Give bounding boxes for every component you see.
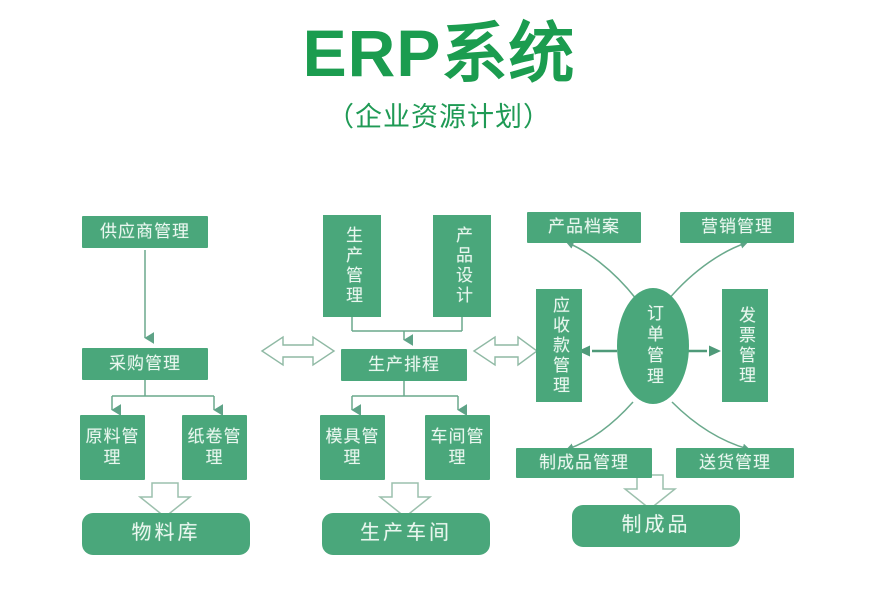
node-material-warehouse[interactable]: 物料库 <box>82 513 250 555</box>
wire-order-to-delivery <box>671 401 750 452</box>
node-invoice-management[interactable]: 发票管理 <box>722 289 768 402</box>
block-arrow-to-material-warehouse <box>137 482 193 518</box>
node-product-design[interactable]: 产品设计 <box>433 215 491 317</box>
wire-order-to-finished-goods-mgmt <box>566 401 634 451</box>
node-paper-roll-management[interactable]: 纸卷管理 <box>182 415 247 480</box>
arrowhead-invoice <box>709 345 721 357</box>
node-finished-goods-management[interactable]: 制成品管理 <box>516 448 652 478</box>
title-subtitle: （企业资源计划） <box>327 102 551 133</box>
title-main: ERP系统 <box>302 16 576 90</box>
node-finished-goods[interactable]: 制成品 <box>572 505 740 547</box>
node-workshop-management[interactable]: 车间管理 <box>425 415 490 480</box>
wire-purchase-fork <box>111 380 224 416</box>
block-arrow-to-finished-goods <box>622 474 678 510</box>
wire-production-fork <box>351 317 463 346</box>
node-delivery-management[interactable]: 送货管理 <box>676 448 794 478</box>
node-purchase-management[interactable]: 采购管理 <box>82 348 208 380</box>
node-supplier-management[interactable]: 供应商管理 <box>82 216 208 248</box>
page-title: ERP系统 （企业资源计划） <box>0 16 878 134</box>
block-arrow-to-production-workshop <box>377 482 433 518</box>
wire-scheduling-receivables-double-arrow <box>472 335 539 367</box>
node-product-archive[interactable]: 产品档案 <box>527 212 641 243</box>
wire-scheduling-fork <box>351 381 468 416</box>
node-production-scheduling[interactable]: 生产排程 <box>341 349 467 381</box>
node-production-workshop[interactable]: 生产车间 <box>322 513 490 555</box>
node-marketing-management[interactable]: 营销管理 <box>680 212 794 243</box>
node-receivables-management[interactable]: 应收款管理 <box>536 289 582 402</box>
node-production-management[interactable]: 生产管理 <box>323 215 381 317</box>
wire-purchase-scheduling-double-arrow <box>260 335 336 367</box>
node-mold-management[interactable]: 模具管理 <box>320 415 385 480</box>
node-order-management[interactable]: 订单管理 <box>617 288 689 404</box>
node-raw-material-management[interactable]: 原料管理 <box>80 415 145 480</box>
